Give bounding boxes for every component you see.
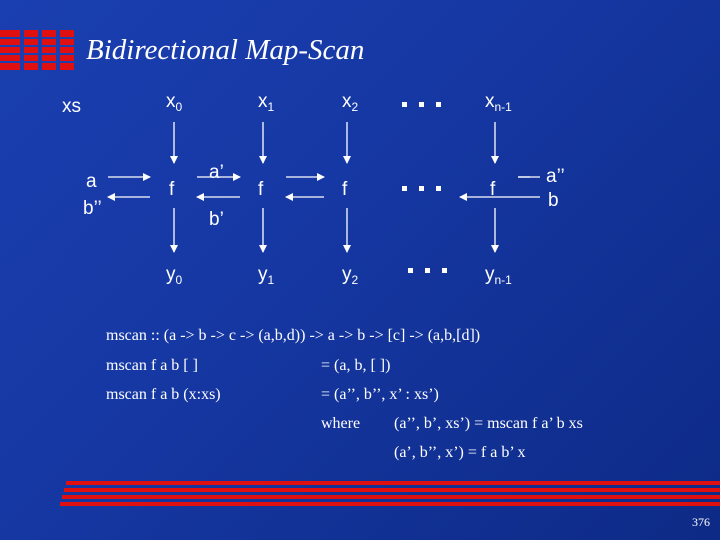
code-rec-lhs: mscan f a b (x:xs) [106,386,221,403]
page-number: 376 [692,515,710,529]
code-rec-rhs: = (a’’, b’’, x’ : xs’) [321,386,439,403]
slide-title: Bidirectional Map-Scan [86,34,365,66]
right-out-label: a’’ [546,166,565,187]
output-yn-label: yn-1 [485,264,512,287]
input-ellipsis [402,102,453,107]
code-base-lhs: mscan f a b [ ] [106,357,198,374]
input-x2-label: x2 [342,91,359,114]
function-f-n: f [490,179,496,200]
output-ellipsis [408,268,459,273]
output-y1-label: y1 [258,264,275,287]
function-ellipsis [402,186,453,191]
input-xn-label: xn-1 [485,91,512,114]
input-list-label: xs [62,96,81,117]
code-where-line-1: (a’’, b’, xs’) = mscan f a’ b xs [394,415,583,432]
function-f-2: f [342,179,348,200]
output-y2-label: y2 [342,264,359,287]
right-in-label: b [548,190,559,211]
code-where-keyword: where [321,415,361,432]
input-x0-label: x0 [166,91,183,114]
function-f-0: f [169,179,175,200]
mid-backward-label: b’ [209,209,224,230]
code-where-line-2: (a’, b’’, x’) = f a b’ x [394,444,526,461]
mid-forward-label: a’ [209,162,224,183]
output-y0-label: y0 [166,264,183,287]
code-signature: mscan :: (a -> b -> c -> (a,b,d)) -> a -… [106,327,481,344]
input-x1-label: x1 [258,91,275,114]
function-f-1: f [258,179,264,200]
left-out-label: b’’ [83,198,102,219]
code-base-rhs: = (a, b, [ ]) [321,357,391,374]
left-in-label: a [86,171,97,192]
logo-stripes-icon [0,30,76,70]
